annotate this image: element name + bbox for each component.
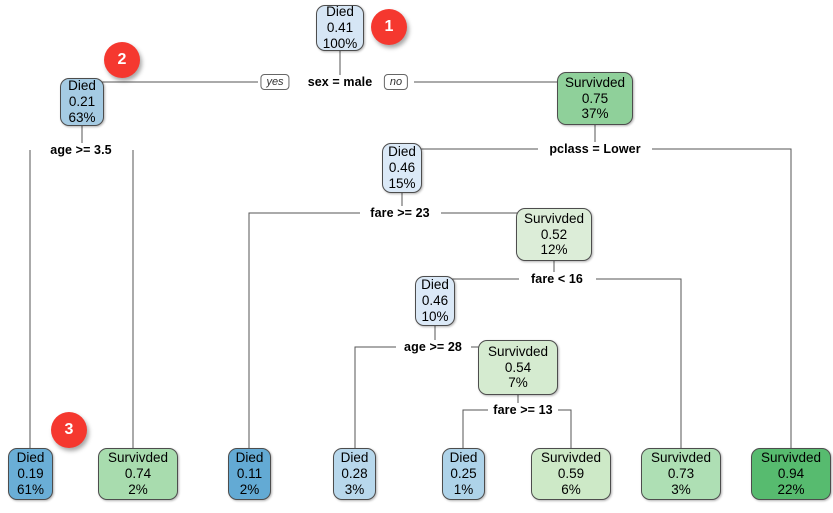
tree-edge-age28-left [354, 346, 396, 448]
node-percentage: 63% [68, 109, 96, 125]
node-probability: 0.25 [450, 466, 477, 482]
node-class-label: Survivded [650, 450, 712, 466]
node-percentage: 37% [581, 106, 609, 122]
node-class-label: Survivded [107, 450, 169, 466]
annotation-badge-2[interactable]: 2 [104, 42, 140, 78]
annotation-badge-3[interactable]: 3 [51, 412, 87, 448]
node-class-label: Died [16, 450, 45, 466]
node-probability: 0.19 [17, 466, 44, 482]
node-percentage: 3% [344, 481, 365, 497]
node-class-label: Died [388, 144, 416, 160]
node-percentage: 2% [128, 481, 148, 497]
tree-edge-fare13-right [558, 409, 572, 448]
split-label-fare13: fare >= 13 [489, 403, 557, 417]
split-label-pclass: pclass = Lower [545, 142, 645, 156]
node-probability: 0.59 [557, 466, 585, 482]
node-percentage: 7% [508, 375, 528, 391]
branch-tag-no: no [383, 74, 409, 90]
node-probability: 0.54 [504, 359, 532, 375]
node-probability: 0.46 [421, 293, 449, 309]
node-class-label: Died [68, 78, 96, 94]
split-label-sex: sex = male [303, 75, 377, 89]
node-percentage: 15% [388, 175, 416, 191]
node-percentage: 12% [540, 242, 568, 258]
tree-edge-fare13-left [462, 409, 488, 448]
tree-edge-pclass-right [652, 148, 792, 448]
node-probability: 0.21 [68, 94, 96, 110]
node-percentage: 61% [16, 481, 45, 497]
tree-edge-pclass-left [401, 143, 538, 150]
node-percentage: 22% [777, 481, 805, 497]
node-class-label: Died [421, 277, 449, 293]
node-probability: 0.46 [388, 160, 416, 176]
node-probability: 0.28 [341, 466, 368, 482]
node-class-label: Survivded [540, 450, 602, 466]
node-probability: 0.74 [124, 466, 152, 482]
node-percentage: 100% [322, 35, 358, 51]
tree-edge-fare23-left [248, 212, 360, 448]
split-label-age28: age >= 28 [400, 340, 466, 354]
node-class-label: Died [340, 450, 369, 466]
node-probability: 0.52 [540, 226, 568, 242]
node-percentage: 1% [453, 481, 474, 497]
node-probability: 0.75 [581, 90, 609, 106]
tree-edge-sex-left [81, 78, 258, 83]
node-class-label: Survivded [564, 74, 626, 90]
node-percentage: 2% [239, 481, 260, 497]
node-class-label: Died [326, 4, 354, 20]
split-label-fare16: fare < 16 [527, 272, 587, 286]
node-probability: 0.41 [326, 20, 354, 36]
node-class-label: Survivded [487, 343, 549, 359]
branch-tag-yes: yes [260, 74, 290, 90]
node-class-label: Died [235, 450, 264, 466]
node-class-label: Survivded [523, 210, 585, 226]
split-label-fare23: fare >= 23 [366, 206, 434, 220]
node-percentage: 10% [421, 308, 449, 324]
node-probability: 0.11 [236, 466, 263, 482]
node-probability: 0.94 [777, 466, 805, 482]
split-label-age35: age >= 3.5 [46, 143, 116, 157]
node-class-label: Died [449, 450, 478, 466]
node-class-label: Survivded [760, 450, 822, 466]
node-percentage: 6% [561, 481, 581, 497]
node-probability: 0.73 [667, 466, 695, 482]
node-percentage: 3% [671, 481, 691, 497]
tree-edge-fare16-right [596, 278, 682, 448]
annotation-badge-1[interactable]: 1 [371, 9, 407, 45]
